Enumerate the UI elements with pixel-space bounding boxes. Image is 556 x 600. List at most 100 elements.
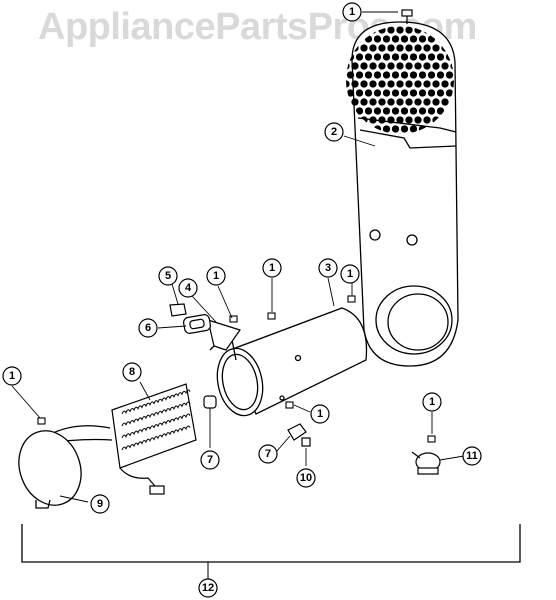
grille-hole	[423, 80, 431, 88]
grille-hole	[450, 80, 454, 88]
grille-hole	[409, 107, 418, 115]
grille-hole	[405, 26, 413, 34]
grille-hole	[445, 71, 454, 79]
callout-circle	[206, 266, 226, 286]
grille-hole	[346, 35, 355, 43]
grille-hole	[369, 44, 377, 52]
grille-hole	[373, 35, 382, 43]
grille-hole	[369, 80, 377, 88]
callout-c12: 12	[198, 578, 218, 598]
grille-hole	[346, 53, 355, 61]
grille-hole	[373, 89, 382, 97]
grille-hole	[436, 89, 445, 97]
grille-hole	[391, 71, 400, 79]
grille-hole	[382, 71, 391, 79]
callout-circle	[310, 404, 330, 424]
callout-circle	[340, 264, 360, 284]
heating-coil	[121, 413, 191, 439]
grille-hole	[418, 53, 427, 61]
grille-hole	[418, 107, 427, 115]
callout-circle	[90, 494, 110, 514]
callout-circle	[200, 450, 220, 470]
callout-circle	[262, 258, 282, 278]
grille-hole	[409, 53, 418, 61]
callout-c1-bracket: 1	[206, 266, 226, 286]
clip-part	[169, 303, 187, 317]
grille-hole	[396, 80, 404, 88]
callout-number: 1	[429, 396, 435, 408]
grille-hole	[432, 80, 440, 88]
callout-number: 10	[300, 472, 312, 484]
callout-circle	[178, 278, 198, 298]
grille-hole	[414, 116, 422, 124]
screw-top	[401, 9, 413, 24]
grille-hole	[387, 44, 395, 52]
callout-number: 8	[129, 366, 135, 378]
grille-hole	[364, 53, 373, 61]
thermostat	[411, 451, 441, 475]
grille-hole	[378, 62, 386, 70]
grille-hole	[373, 71, 382, 79]
grille-hole	[346, 44, 350, 52]
callout-number: 1	[349, 6, 355, 18]
grille-hole	[382, 53, 391, 61]
grille-hole	[405, 44, 413, 52]
grille-hole	[382, 107, 391, 115]
callout-circle	[324, 122, 344, 142]
grille-hole	[405, 116, 413, 124]
grille-hole	[418, 71, 427, 79]
callout-number: 12	[202, 582, 214, 594]
grille-hole	[400, 125, 409, 133]
callout-c1-bottom: 1	[310, 404, 330, 424]
heater-duct	[346, 21, 459, 367]
grille-hole	[432, 62, 440, 70]
grille-hole	[414, 80, 422, 88]
grille-hole	[396, 44, 404, 52]
element-cover	[18, 430, 82, 509]
grille-hole	[396, 62, 404, 70]
grille-hole	[360, 80, 368, 88]
callout-c4: 4	[178, 278, 198, 298]
grille-hole	[441, 26, 449, 34]
callout-c9: 9	[90, 494, 110, 514]
grille-hole	[360, 44, 368, 52]
grille-hole	[351, 98, 359, 106]
grille-hole	[391, 53, 400, 61]
grille-hole	[351, 80, 359, 88]
grille-hole	[396, 98, 404, 106]
grille-hole	[423, 62, 431, 70]
callout-number: 1	[9, 370, 15, 382]
grille-hole	[400, 89, 409, 97]
callout-circle	[462, 446, 482, 466]
callout-c3: 3	[318, 258, 338, 278]
grille-hole	[432, 98, 440, 106]
callout-circle	[122, 362, 142, 382]
grille-hole	[432, 44, 440, 52]
callout-number: 4	[185, 282, 192, 294]
grille-hole	[427, 53, 436, 61]
callout-circle	[296, 468, 316, 488]
grille-hole	[378, 80, 386, 88]
callout-circle	[422, 392, 442, 412]
grille-hole	[405, 98, 413, 106]
grille-hole	[409, 125, 418, 133]
grille-hole	[346, 116, 350, 124]
grille-hole	[441, 80, 449, 88]
grille-hole	[382, 125, 391, 133]
heating-coil	[121, 425, 191, 451]
grille-hole	[391, 35, 400, 43]
grille-hole	[400, 71, 409, 79]
callout-c8: 8	[122, 362, 142, 382]
grille-hole	[400, 107, 409, 115]
callout-c1-top: 1	[342, 2, 362, 22]
callout-circle	[158, 266, 178, 286]
callout-c2: 2	[324, 122, 344, 142]
grille-hole	[436, 71, 445, 79]
screw-10	[301, 437, 311, 447]
grille-hole	[418, 89, 427, 97]
callout-number: 1	[317, 408, 323, 420]
grille-hole	[351, 62, 359, 70]
callout-number: 7	[207, 454, 213, 466]
